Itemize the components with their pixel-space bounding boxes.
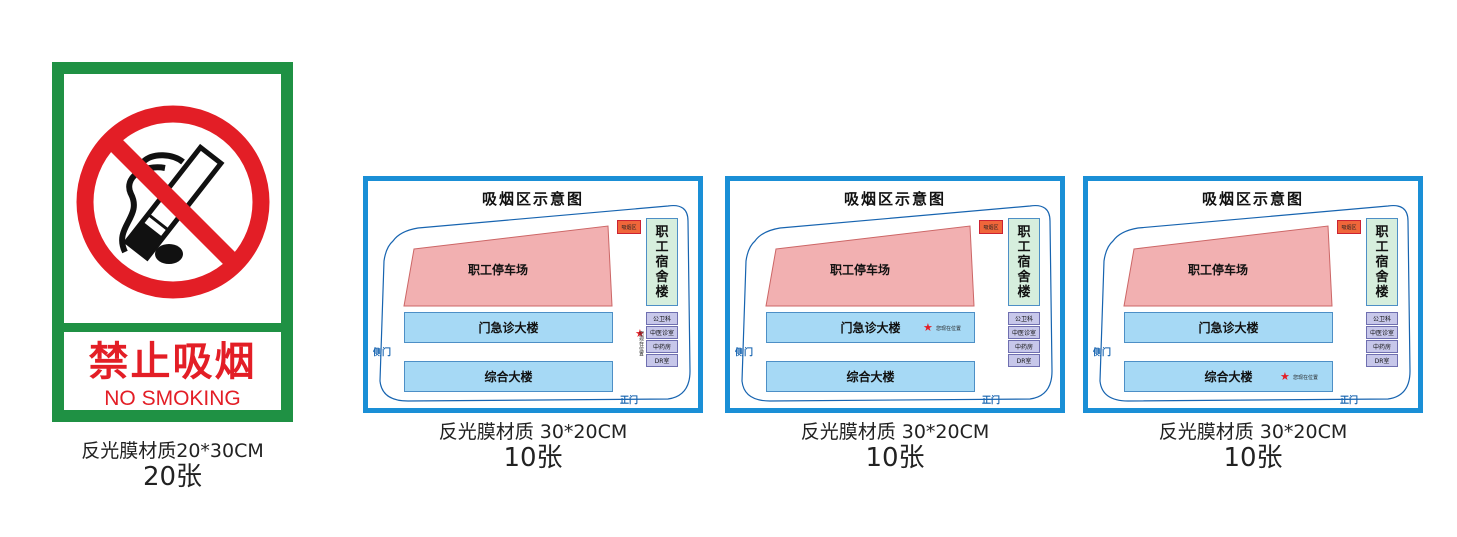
sign-caption: 反光膜材质20*30CM 20张 bbox=[52, 440, 293, 492]
side-gate-label: 侧门 bbox=[373, 348, 392, 358]
location-label: 您现在位置 bbox=[1293, 375, 1319, 381]
board-caption: 反光膜材质 30*20CM 10张 bbox=[1083, 421, 1423, 473]
board-title: 吸烟区示意图 bbox=[1201, 190, 1304, 208]
outpatient-building: 门急诊大楼 bbox=[766, 312, 975, 343]
outpatient-building: 门急诊大楼 bbox=[404, 312, 613, 343]
sign-divider bbox=[64, 323, 281, 332]
smoking-area-map-board: 吸烟区示意图 职工停车场 门急诊大楼 综合大楼 职工宿舍楼 公卫科中医诊室中药房… bbox=[363, 176, 703, 413]
complex-building: 综合大楼 bbox=[404, 361, 613, 392]
location-label: 您现在位置 bbox=[936, 326, 962, 332]
main-gate-label: 正门 bbox=[1340, 396, 1359, 406]
main-gate-label: 正门 bbox=[620, 396, 639, 406]
sign-title-en: NO SMOKING bbox=[104, 387, 241, 410]
parking-label: 职工停车场 bbox=[1188, 263, 1249, 277]
dorm-char: 工 bbox=[655, 239, 669, 255]
smoking-area-tag: 吸烟区 bbox=[979, 220, 1003, 234]
complex-building: 综合大楼 bbox=[1124, 361, 1333, 392]
sign-title-cn: 禁止吸烟 bbox=[88, 339, 257, 385]
dorm-char: 宿 bbox=[1017, 254, 1031, 270]
room-box: 中药房 bbox=[1008, 340, 1040, 353]
room-box: 公卫科 bbox=[1366, 312, 1398, 325]
room-box: 公卫科 bbox=[646, 312, 678, 325]
dorm-char: 工 bbox=[1375, 239, 1389, 255]
room-box: DR室 bbox=[1366, 354, 1398, 367]
main-gate-label: 正门 bbox=[982, 396, 1001, 406]
room-box: DR室 bbox=[1008, 354, 1040, 367]
dorm-char: 职 bbox=[1375, 224, 1389, 240]
board-quantity: 10张 bbox=[865, 443, 925, 473]
smoking-area-map-board: 吸烟区示意图 职工停车场 门急诊大楼 综合大楼 职工宿舍楼 公卫科中医诊室中药房… bbox=[1083, 176, 1423, 413]
dorm-building: 职工宿舍楼 bbox=[1366, 218, 1398, 306]
board-spec: 反光膜材质 30*20CM bbox=[800, 421, 990, 443]
side-gate-label: 侧门 bbox=[735, 348, 754, 358]
location-star-icon: ★ bbox=[635, 327, 645, 340]
smoking-area-map-board: 吸烟区示意图 职工停车场 门急诊大楼 综合大楼 职工宿舍楼 公卫科中医诊室中药房… bbox=[725, 176, 1065, 413]
site-outline bbox=[1099, 204, 1411, 402]
board-quantity: 10张 bbox=[1223, 443, 1283, 473]
outpatient-building: 门急诊大楼 bbox=[1124, 312, 1333, 343]
dorm-char: 工 bbox=[1017, 239, 1031, 255]
dorm-char: 舍 bbox=[1017, 269, 1031, 285]
board-caption: 反光膜材质 30*20CM 10张 bbox=[725, 421, 1065, 473]
smoking-area-tag: 吸烟区 bbox=[617, 220, 641, 234]
complex-building: 综合大楼 bbox=[766, 361, 975, 392]
dorm-char: 舍 bbox=[655, 269, 669, 285]
board-title: 吸烟区示意图 bbox=[481, 190, 584, 208]
site-outline bbox=[741, 204, 1053, 402]
dorm-building: 职工宿舍楼 bbox=[646, 218, 678, 306]
dorm-char: 职 bbox=[1017, 224, 1031, 240]
dorm-char: 宿 bbox=[655, 254, 669, 270]
dorm-char: 舍 bbox=[1375, 269, 1389, 285]
room-box: 中医诊室 bbox=[1008, 326, 1040, 339]
room-box: 中医诊室 bbox=[646, 326, 678, 339]
parking-label: 职工停车场 bbox=[830, 263, 891, 277]
room-box: 中医诊室 bbox=[1366, 326, 1398, 339]
sign-spec: 反光膜材质20*30CM bbox=[81, 440, 264, 462]
side-gate-label: 侧门 bbox=[1093, 348, 1112, 358]
dorm-char: 楼 bbox=[1375, 284, 1389, 300]
dorm-char: 宿 bbox=[1375, 254, 1389, 270]
site-outline bbox=[379, 204, 691, 402]
no-smoking-icon bbox=[76, 105, 270, 299]
board-title: 吸烟区示意图 bbox=[843, 190, 946, 208]
sign-quantity: 20张 bbox=[142, 462, 203, 492]
location-star-icon: ★ bbox=[923, 321, 933, 334]
room-box: 中药房 bbox=[1366, 340, 1398, 353]
no-smoking-sign: 禁止吸烟 NO SMOKING bbox=[52, 62, 293, 422]
room-box: 公卫科 bbox=[1008, 312, 1040, 325]
board-quantity: 10张 bbox=[503, 443, 563, 473]
board-spec: 反光膜材质 30*20CM bbox=[438, 421, 628, 443]
location-label: 您现在位置 bbox=[638, 331, 644, 356]
dorm-char: 楼 bbox=[655, 284, 669, 300]
room-box: DR室 bbox=[646, 354, 678, 367]
board-caption: 反光膜材质 30*20CM 10张 bbox=[363, 421, 703, 473]
board-spec: 反光膜材质 30*20CM bbox=[1158, 421, 1348, 443]
location-star-icon: ★ bbox=[1280, 370, 1290, 383]
dorm-building: 职工宿舍楼 bbox=[1008, 218, 1040, 306]
parking-label: 职工停车场 bbox=[468, 263, 529, 277]
dorm-char: 职 bbox=[655, 224, 669, 240]
smoking-area-tag: 吸烟区 bbox=[1337, 220, 1361, 234]
dorm-char: 楼 bbox=[1017, 284, 1031, 300]
room-box: 中药房 bbox=[646, 340, 678, 353]
